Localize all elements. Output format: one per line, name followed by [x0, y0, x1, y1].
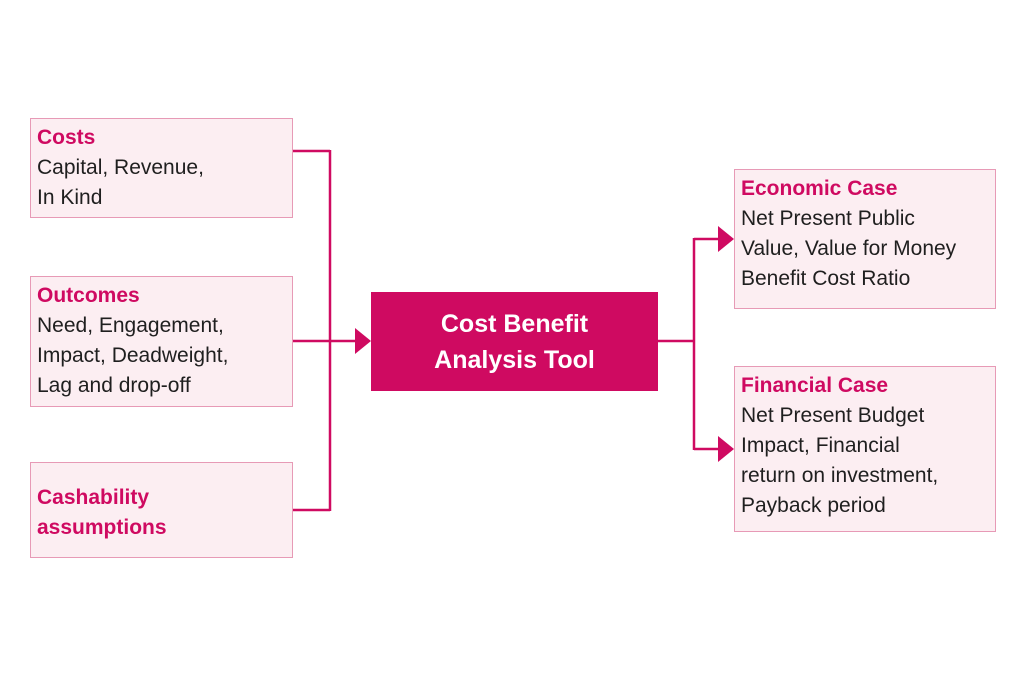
financial-case-title: Financial Case	[741, 374, 889, 397]
costs-body: Capital, Revenue, In Kind	[37, 156, 204, 209]
outcomes-box: Outcomes Need, Engagement, Impact, Deadw…	[30, 276, 293, 407]
cashability-box: Cashability assumptions	[30, 462, 293, 558]
costs-box: Costs Capital, Revenue, In Kind	[30, 118, 293, 218]
financial-case-box: Financial Case Net Present Budget Impact…	[734, 366, 996, 532]
outcomes-title: Outcomes	[37, 284, 140, 307]
arrowhead-to-financial	[718, 436, 734, 462]
economic-case-box: Economic Case Net Present Public Value, …	[734, 169, 996, 309]
economic-case-body: Net Present Public Value, Value for Mone…	[741, 207, 957, 290]
center-label: Cost Benefit Analysis Tool	[434, 309, 595, 374]
arrowhead-to-economic	[718, 226, 734, 252]
cost-benefit-analysis-tool-box: Cost Benefit Analysis Tool	[371, 292, 658, 391]
arrowhead-to-center	[355, 328, 371, 354]
outcomes-body: Need, Engagement, Impact, Deadweight, La…	[37, 314, 229, 397]
cashability-title: Cashability assumptions	[37, 486, 167, 539]
financial-case-body: Net Present Budget Impact, Financial ret…	[741, 404, 939, 517]
costs-title: Costs	[37, 126, 96, 149]
economic-case-title: Economic Case	[741, 177, 898, 200]
